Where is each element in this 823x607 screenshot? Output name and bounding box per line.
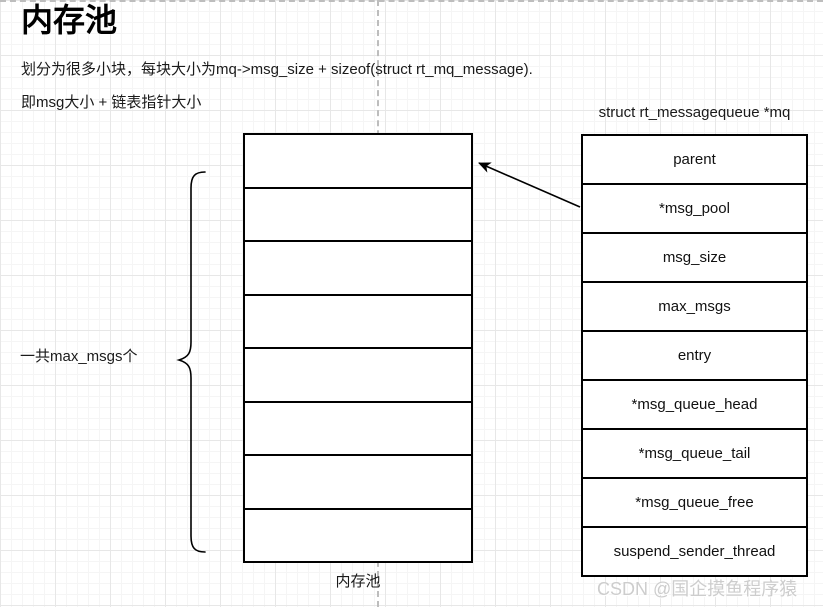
struct-title: struct rt_messagequeue *mq xyxy=(598,104,791,121)
struct-row-msg-size: msg_size xyxy=(583,234,806,283)
struct-row-max-msgs: max_msgs xyxy=(583,283,806,332)
memory-pool-caption: 内存池 xyxy=(335,573,381,590)
note-block-size: 划分为很多小块，每块大小为mq->msg_size + sizeof(struc… xyxy=(21,61,533,78)
memory-block xyxy=(245,403,471,456)
brace-label: 一共max_msgs个 xyxy=(20,348,138,365)
struct-row-suspend-sender-thread: suspend_sender_thread xyxy=(613,543,776,560)
note-size-explanation: 即msg大小 + 链表指针大小 xyxy=(21,94,202,111)
brace xyxy=(176,171,206,553)
struct-row-entry: entry xyxy=(583,332,806,381)
struct-row-parent: parent xyxy=(583,136,806,185)
page-title: 内存池 xyxy=(21,2,118,38)
struct-row-msg-queue-tail: *msg_queue_tail xyxy=(583,430,806,479)
watermark: CSDN @国企摸鱼程序猿 xyxy=(597,579,798,599)
memory-block xyxy=(245,296,471,349)
msg-pool-arrow-icon xyxy=(478,162,581,208)
memory-block xyxy=(245,189,471,242)
memory-block xyxy=(245,135,471,189)
page-boundary-horizontal-line xyxy=(0,0,823,2)
struct-row-msg-pool: *msg_pool xyxy=(583,185,806,234)
struct-table: parent *msg_pool msg_size max_msgs entry… xyxy=(581,134,808,577)
memory-pool xyxy=(243,133,473,563)
struct-row-msg-queue-free: *msg_queue_free xyxy=(583,479,806,528)
memory-block xyxy=(245,456,471,510)
memory-block xyxy=(245,349,471,403)
memory-block xyxy=(245,510,471,562)
struct-row-msg-queue-head: *msg_queue_head xyxy=(583,381,806,430)
memory-block xyxy=(245,242,471,296)
